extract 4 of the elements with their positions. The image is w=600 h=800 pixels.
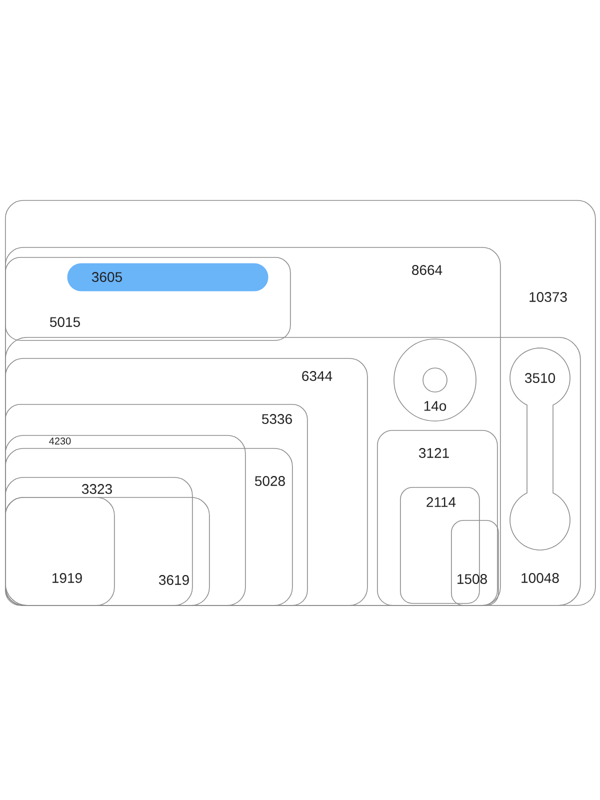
dumbbell-label: 3510 — [510, 348, 570, 550]
label-outline: 1919 — [5, 497, 115, 606]
label-outline: 1508 — [451, 520, 499, 606]
round-label: 14o — [394, 338, 476, 422]
